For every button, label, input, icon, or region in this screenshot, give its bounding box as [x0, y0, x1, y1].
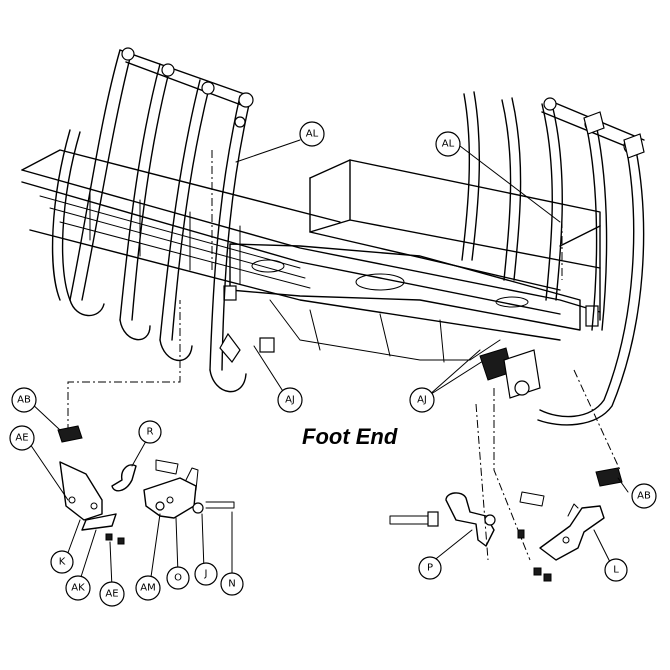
callout-o: O	[166, 566, 190, 590]
callout-ae-top-label: AE	[15, 433, 28, 444]
callout-ab-left: AB	[11, 387, 37, 413]
view-title: Foot End	[302, 424, 398, 449]
callout-n-label: N	[228, 579, 235, 590]
callout-l-label: L	[613, 565, 619, 576]
callout-p: P	[418, 556, 442, 580]
callout-ab-right-label: AB	[637, 491, 651, 502]
foot-end-mechanism	[219, 332, 541, 399]
callout-al-right-label: AL	[442, 139, 455, 150]
bed-frame	[21, 149, 601, 379]
callout-ae-bottom: AE	[99, 581, 125, 607]
callout-p-label: P	[427, 563, 433, 574]
callout-ab-right: AB	[631, 483, 657, 509]
callout-n: N	[220, 572, 244, 596]
callout-ae-bottom-label: AE	[105, 589, 118, 600]
callout-aj-right-label: AJ	[417, 395, 427, 406]
callout-aj-left: AJ	[277, 387, 303, 413]
right-side-rail	[461, 91, 645, 426]
left-side-rail	[51, 47, 254, 393]
callout-j: J	[194, 562, 218, 586]
callout-o-label: O	[174, 573, 182, 584]
callout-ab-left-label: AB	[17, 395, 31, 406]
callout-k: K	[50, 550, 74, 574]
callout-ak-label: AK	[71, 583, 85, 594]
callout-j-label: J	[204, 569, 208, 580]
callout-r: R	[138, 420, 162, 444]
callout-al-left: AL	[299, 121, 325, 147]
callout-r-label: R	[147, 427, 154, 438]
callout-aj-right: AJ	[409, 387, 435, 413]
callout-al-right: AL	[435, 131, 461, 157]
left-latch-assembly	[29, 401, 235, 589]
callout-al-left-label: AL	[306, 129, 319, 140]
callout-ak: AK	[65, 575, 91, 601]
callout-aj-left-label: AJ	[285, 395, 295, 406]
right-latch-assembly	[389, 467, 629, 582]
callout-k-label: K	[59, 557, 66, 568]
callout-am: AM	[135, 575, 161, 601]
callout-l: L	[604, 558, 628, 582]
callout-am-label: AM	[140, 583, 155, 594]
callout-ae-top: AE	[9, 425, 35, 451]
